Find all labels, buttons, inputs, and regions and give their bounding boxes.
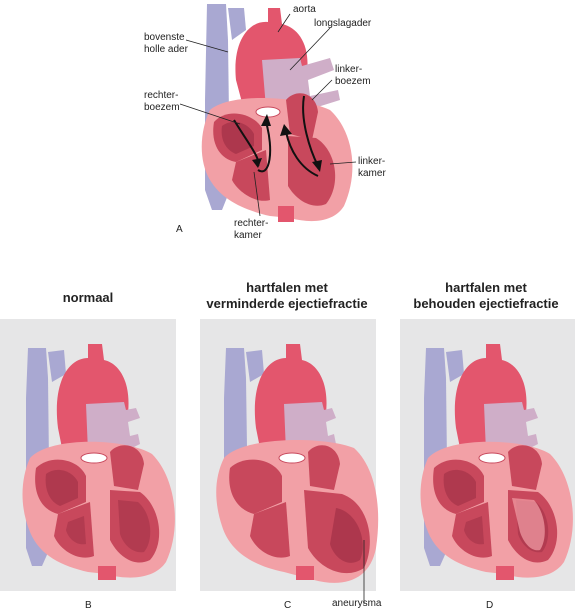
panel-b-title: normaal: [0, 290, 176, 306]
panel-b-title-line1: normaal: [62, 290, 114, 305]
label-aorta: aorta: [293, 4, 316, 15]
heart-a-drawing: [201, 4, 353, 222]
label-rechter-boezem-line2: boezem: [144, 102, 180, 113]
pulmonary-artery-shape: [262, 58, 340, 110]
right-ventricle-shape: [232, 150, 270, 201]
panel-c-title-line2: verminderde ejectiefractie: [206, 296, 368, 311]
label-linker-kamer-line2: kamer: [358, 168, 386, 179]
figure-letter-c: C: [284, 600, 292, 611]
panel-c-title: hartfalen met verminderde ejectiefractie: [196, 280, 378, 312]
label-linker-kamer-line1: linker-: [358, 156, 386, 167]
label-rechter-kamer-line1: rechter-: [234, 218, 269, 229]
left-atrium-shape: [286, 93, 318, 140]
heart-reduced-ef-c: [216, 344, 379, 604]
label-linker-kamer: linker- kamer: [358, 156, 386, 180]
panel-d-title-line1: hartfalen met: [445, 280, 527, 295]
figure-letter-a: A: [176, 224, 183, 235]
label-linker-boezem-line2: boezem: [335, 76, 371, 87]
label-longslagader: longslagader: [314, 18, 372, 29]
label-rechter-boezem-line1: rechter-: [144, 90, 179, 101]
label-bovenste-line1: bovenste: [144, 32, 185, 43]
label-aneurysma: aneurysma: [332, 598, 382, 609]
label-bovenste-line2: holle ader: [144, 44, 188, 55]
label-rechter-kamer-line2: kamer: [234, 230, 262, 241]
label-linker-boezem: linker- boezem: [335, 64, 371, 88]
label-linker-boezem-line1: linker-: [335, 64, 363, 75]
figure-letter-d: D: [486, 600, 494, 611]
label-rechter-kamer: rechter- kamer: [234, 218, 268, 242]
figure-letter-b: B: [85, 600, 92, 611]
panel-d-title: hartfalen met behouden ejectiefractie: [397, 280, 575, 312]
label-bovenste-holle-ader: bovenste holle ader: [144, 32, 188, 56]
leader-lines-a: [179, 13, 357, 217]
panel-c-title-line1: hartfalen met: [246, 280, 328, 295]
left-ventricle-shape: [288, 136, 336, 206]
heart-normal-b: [22, 343, 176, 581]
label-rechter-boezem: rechter- boezem: [144, 90, 180, 114]
panel-d-title-line2: behouden ejectiefractie: [413, 296, 559, 311]
heart-preserved-ef-d: [420, 343, 574, 581]
